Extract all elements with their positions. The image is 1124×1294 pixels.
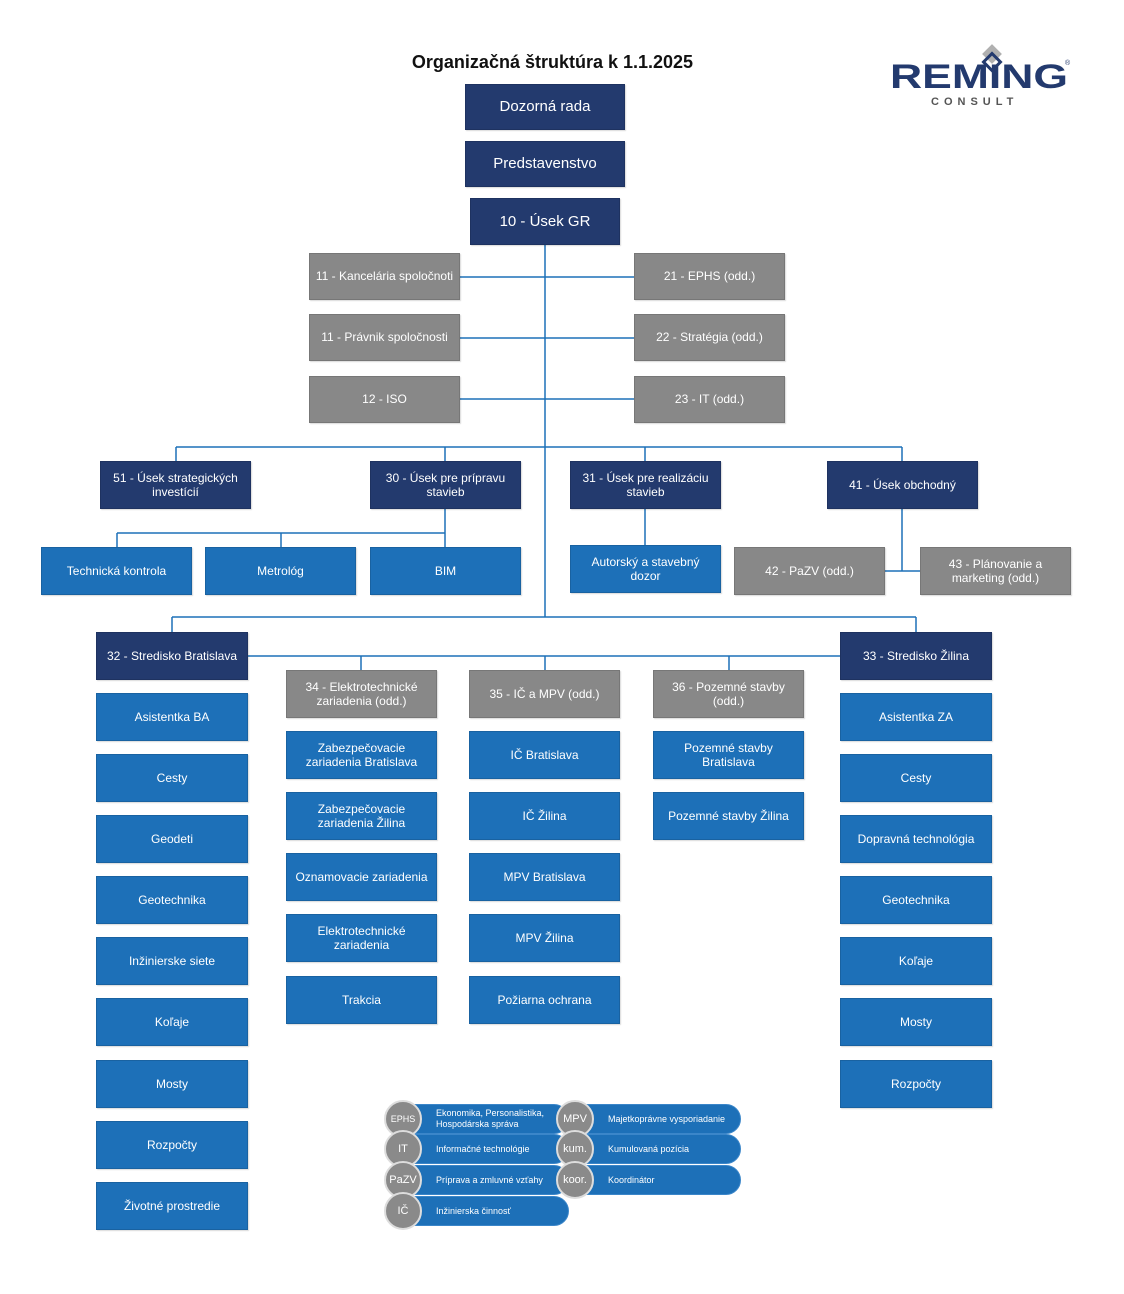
legend-text: Informačné technológie — [405, 1134, 569, 1164]
ba-unit-box: Mosty — [96, 1060, 248, 1108]
za-unit-box: Koľaje — [840, 937, 992, 985]
dept-34-unit-box: Oznamovacie zariadenia — [286, 853, 437, 901]
legend-text: Ekonomika, Personalistika, Hospodárska s… — [405, 1104, 569, 1134]
dept-36-unit-box: Pozemné stavby Žilina — [653, 792, 804, 840]
svg-text:®: ® — [1065, 59, 1071, 67]
ba-unit-box: Rozpočty — [96, 1121, 248, 1169]
unit-pazv-box: 42 - PaZV (odd.) — [734, 547, 885, 595]
unit-metrolog-box: Metrológ — [205, 547, 356, 595]
za-unit-box: Cesty — [840, 754, 992, 802]
dept-34-box: 34 - Elektrotechnické zariadenia (odd.) — [286, 670, 437, 718]
legend-text: Majetkoprávne vysporiadanie — [577, 1104, 741, 1134]
ba-unit-box: Asistentka BA — [96, 693, 248, 741]
staff-pravnik-box: 11 - Právnik spoločnosti — [309, 314, 460, 361]
ba-unit-box: Koľaje — [96, 998, 248, 1046]
division-31-box: 31 - Úsek pre realizáciu stavieb — [570, 461, 721, 509]
division-51-box: 51 - Úsek strategických investícií — [100, 461, 251, 509]
dozorna-rada-box: Dozorná rada — [465, 84, 625, 130]
dept-36-unit-box: Pozemné stavby Bratislava — [653, 731, 804, 779]
za-unit-box: Geotechnika — [840, 876, 992, 924]
dept-36-box: 36 - Pozemné stavby (odd.) — [653, 670, 804, 718]
predstavenstvo-box: Predstavenstvo — [465, 141, 625, 187]
za-unit-box: Dopravná technológia — [840, 815, 992, 863]
legend-abbr: IČ — [384, 1192, 422, 1230]
dept-35-unit-box: MPV Žilina — [469, 914, 620, 962]
center-bratislava-box: 32 - Stredisko Bratislava — [96, 632, 248, 680]
dept-35-unit-box: IČ Bratislava — [469, 731, 620, 779]
legend-text: Kumulovaná pozícia — [577, 1134, 741, 1164]
unit-autorsky-dozor-box: Autorský a stavebný dozor — [570, 545, 721, 593]
staff-ephs-box: 21 - EPHS (odd.) — [634, 253, 785, 300]
dept-34-unit-box: Trakcia — [286, 976, 437, 1024]
unit-planovanie-box: 43 - Plánovanie a marketing (odd.) — [920, 547, 1071, 595]
legend-text: Inžinierska činnosť — [405, 1196, 569, 1226]
usek-gr-box: 10 - Úsek GR — [470, 198, 620, 245]
ba-unit-box: Geodeti — [96, 815, 248, 863]
division-41-box: 41 - Úsek obchodný — [827, 461, 978, 509]
unit-technicka-kontrola-box: Technická kontrola — [41, 547, 192, 595]
staff-iso-box: 12 - ISO — [309, 376, 460, 423]
dept-34-unit-box: Zabezpečovacie zariadenia Žilina — [286, 792, 437, 840]
legend-abbr: koor. — [556, 1161, 594, 1199]
svg-text:REMING: REMING — [890, 58, 1068, 96]
svg-text:CONSULT: CONSULT — [931, 96, 1018, 108]
legend-text: Príprava a zmluvné vzťahy — [405, 1165, 569, 1195]
center-zilina-box: 33 - Stredisko Žilina — [840, 632, 992, 680]
za-unit-box: Rozpočty — [840, 1060, 992, 1108]
company-logo: REMING ® CONSULT — [888, 42, 1078, 112]
staff-it-box: 23 - IT (odd.) — [634, 376, 785, 423]
staff-strategia-box: 22 - Stratégia (odd.) — [634, 314, 785, 361]
staff-kancelaria-box: 11 - Kancelária spoločnoti — [309, 253, 460, 300]
dept-34-unit-box: Elektrotechnické zariadenia — [286, 914, 437, 962]
legend-text: Koordinátor — [577, 1165, 741, 1195]
za-unit-box: Mosty — [840, 998, 992, 1046]
ba-unit-box: Geotechnika — [96, 876, 248, 924]
ba-unit-box: Životné prostredie — [96, 1182, 248, 1230]
page-title: Organizačná štruktúra k 1.1.2025 — [411, 52, 694, 72]
dept-35-unit-box: Požiarna ochrana — [469, 976, 620, 1024]
dept-34-unit-box: Zabezpečovacie zariadenia Bratislava — [286, 731, 437, 779]
unit-bim-box: BIM — [370, 547, 521, 595]
dept-35-box: 35 - IČ a MPV (odd.) — [469, 670, 620, 718]
dept-35-unit-box: IČ Žilina — [469, 792, 620, 840]
dept-35-unit-box: MPV Bratislava — [469, 853, 620, 901]
division-30-box: 30 - Úsek pre prípravu stavieb — [370, 461, 521, 509]
ba-unit-box: Inžinierske siete — [96, 937, 248, 985]
za-unit-box: Asistentka ZA — [840, 693, 992, 741]
ba-unit-box: Cesty — [96, 754, 248, 802]
